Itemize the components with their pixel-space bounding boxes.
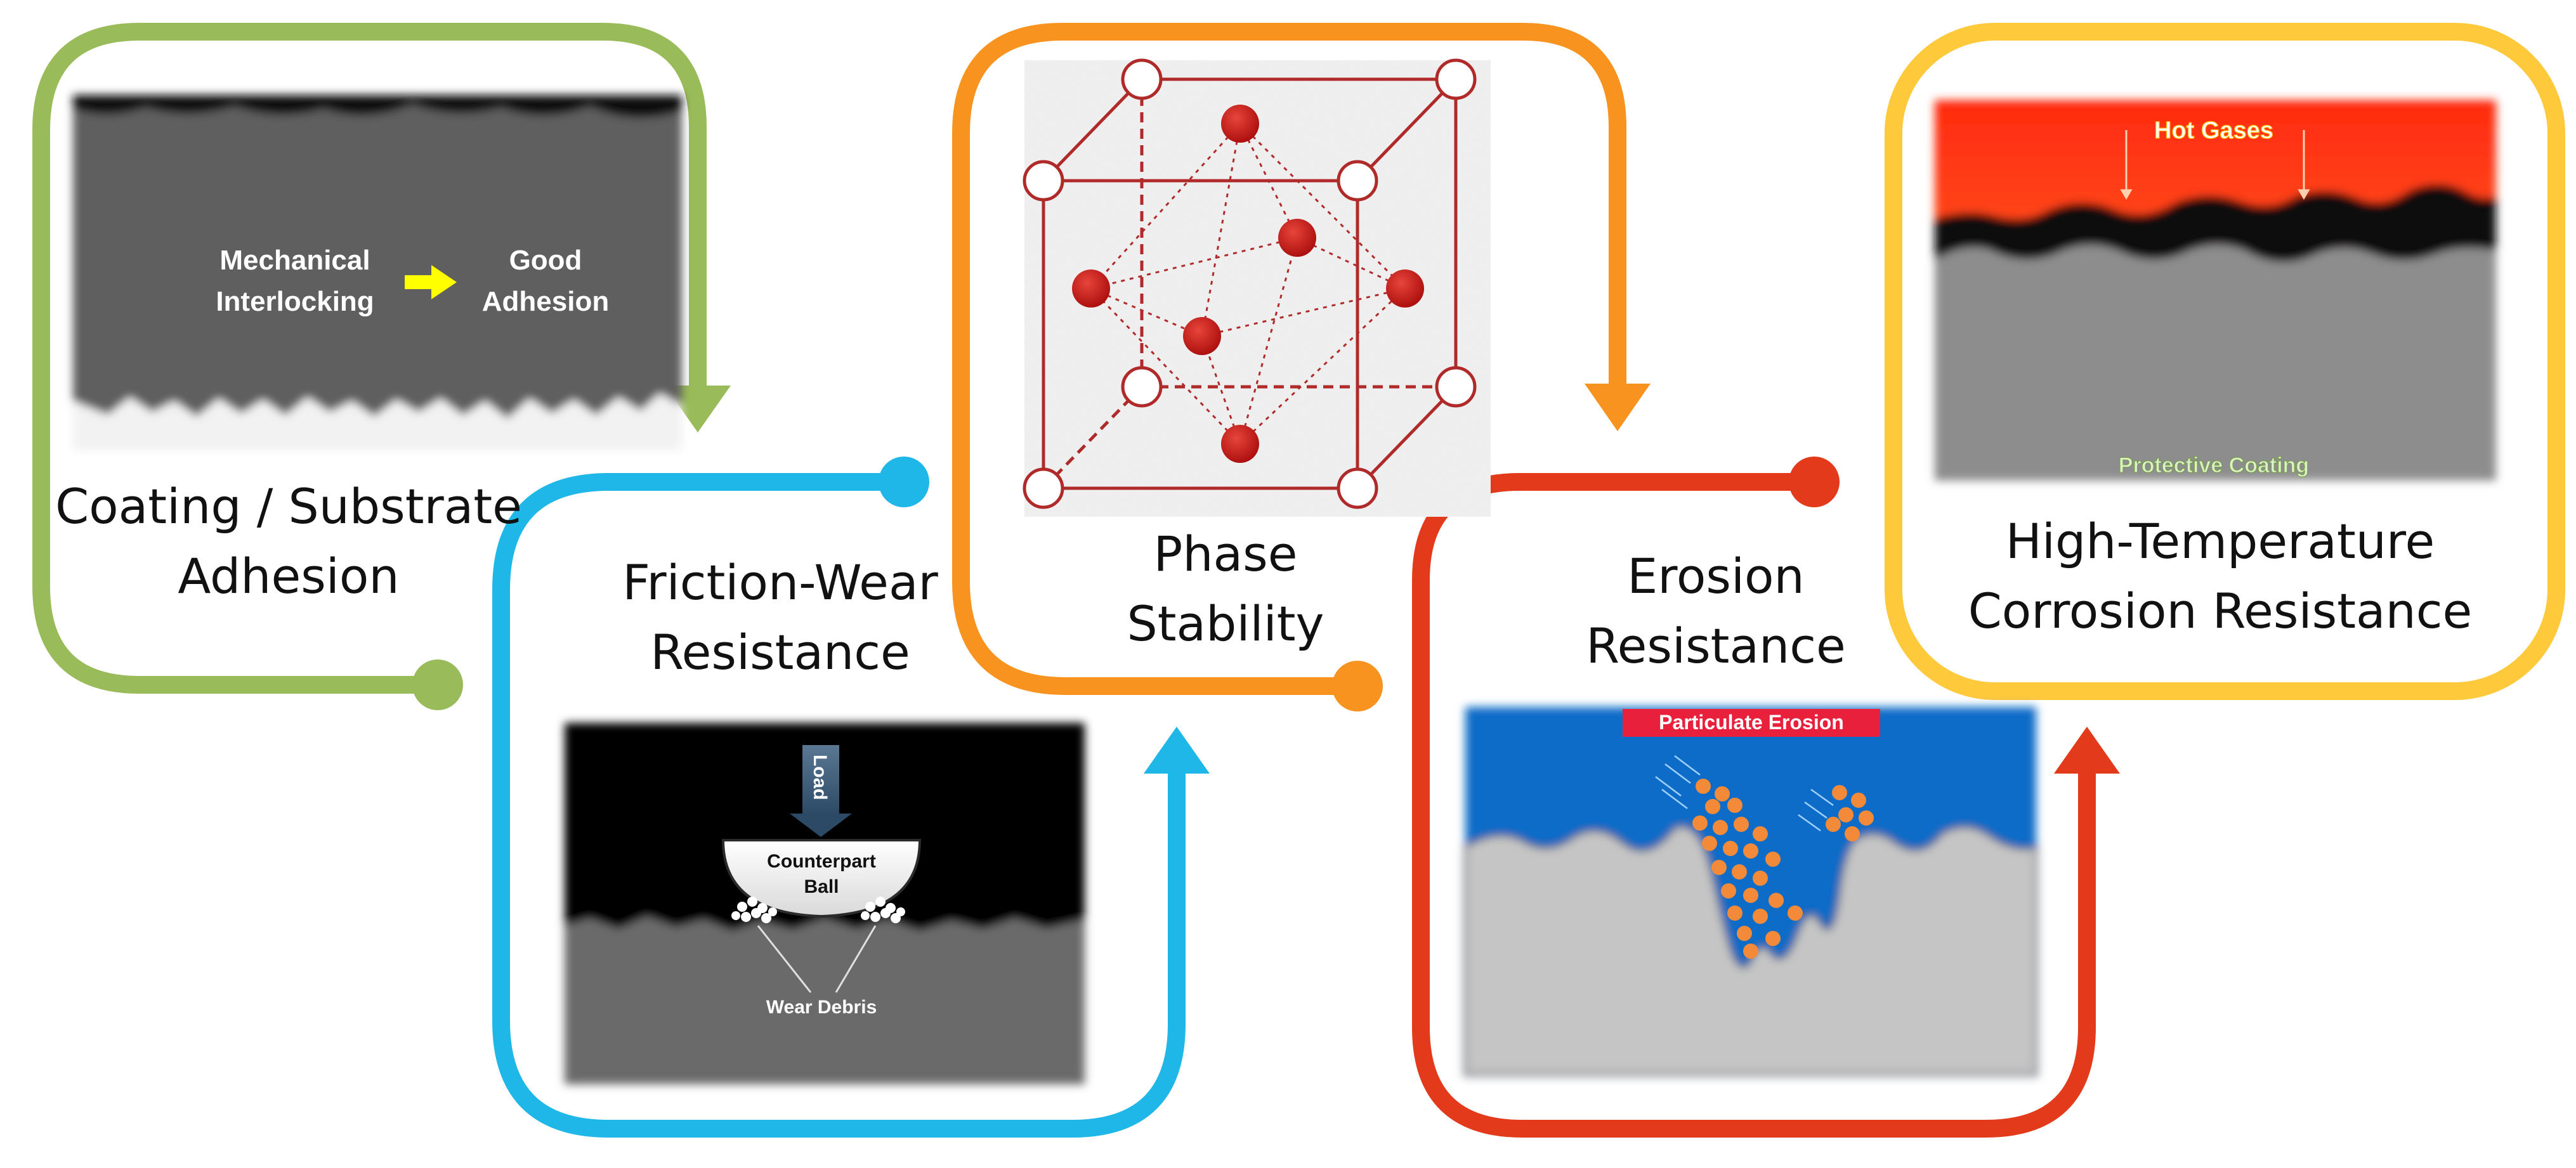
title-erosion-line2: Resistance (1586, 618, 1846, 674)
gas-arrows (2120, 130, 2310, 200)
blue-end-dot (879, 457, 929, 507)
adhesion-image: Mechanical Interlocking Good Adhesion (73, 95, 682, 450)
title-erosion-line1: Erosion (1627, 548, 1804, 604)
debris-left (731, 897, 777, 923)
orange-connector (952, 23, 1651, 711)
title-corrosion-line1: High-Temperature (2006, 513, 2435, 569)
title-adhesion-line2: Adhesion (178, 548, 399, 604)
label-protective-coating: Protective Coating (2119, 453, 2309, 477)
debris-right (861, 897, 905, 923)
particle-motion-lines (1655, 755, 1834, 832)
corner-atoms (1023, 58, 1477, 509)
label-adhesion: Adhesion (482, 286, 609, 317)
label-ball: Ball (804, 876, 839, 897)
erosion-image: Particulate Erosion (1464, 707, 2037, 1076)
friction-wear-image: Load Counterpart Ball Wear Debris (565, 723, 1085, 1084)
orange-arrow-head (1585, 384, 1651, 431)
particulate-erosion-banner (1623, 709, 1880, 737)
yellow-frame (1885, 23, 2565, 700)
title-adhesion-line1: Coating / Substrate (55, 478, 522, 535)
hot-corrosion-image: Hot Gases Protective Coating (1935, 100, 2496, 481)
face-atoms (1072, 105, 1424, 463)
title-friction-line2: Resistance (650, 624, 910, 680)
label-wear-debris: Wear Debris (766, 997, 877, 1018)
title-phase-line1: Phase (1154, 526, 1298, 582)
blue-arrow-head (1144, 727, 1210, 774)
label-particulate-erosion: Particulate Erosion (1659, 711, 1844, 734)
label-interlocking: Interlocking (216, 286, 374, 317)
label-mechanical: Mechanical (219, 245, 370, 276)
title-friction-line1: Friction-Wear (622, 554, 938, 611)
title-corrosion-line2: Corrosion Resistance (1968, 583, 2473, 639)
label-load: Load (809, 755, 830, 800)
green-end-dot (412, 659, 463, 710)
erosion-particles (1692, 779, 1874, 959)
orange-end-dot (1332, 661, 1383, 711)
green-connector (32, 23, 731, 710)
title-phase-line2: Stability (1127, 595, 1324, 652)
blue-connector (492, 457, 1210, 1138)
yellow-arrow-icon (405, 265, 457, 299)
label-hot-gases: Hot Gases (2154, 117, 2273, 144)
crystal-lattice-image (1023, 58, 1491, 517)
label-counterpart: Counterpart (767, 851, 876, 872)
label-good: Good (509, 245, 582, 276)
red-arrow-head (2054, 727, 2120, 774)
red-end-dot (1789, 457, 1840, 507)
